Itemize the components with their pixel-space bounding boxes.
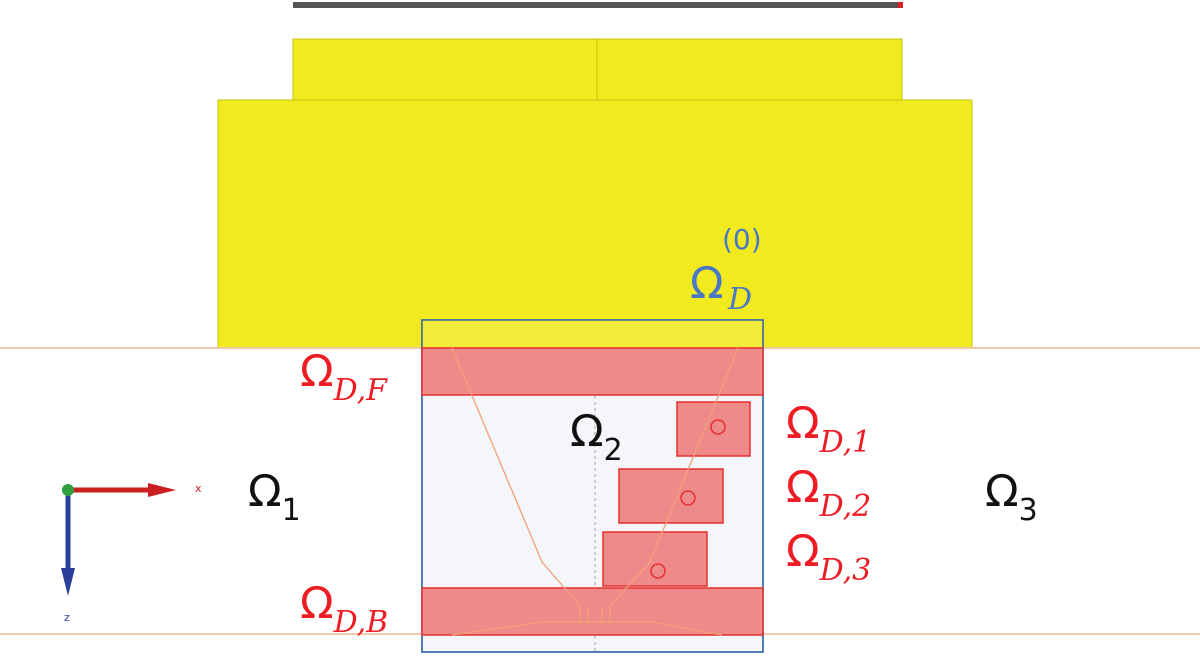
marker-circle-2 [680,490,696,506]
omega-D2-region [618,468,724,524]
omega-DB-region [421,587,764,636]
marker-circle-3 [650,563,666,579]
z-axis-label: z [64,611,70,624]
trench-outline [451,347,739,636]
yellow-structure [217,38,973,349]
label-omega-D2: ΩD,2 [786,462,872,524]
omega-DF-region [421,347,764,396]
omega-D1-region [676,401,751,457]
label-omega-1: Ω1 [248,466,301,528]
label-omega-2: Ω2 [570,406,623,468]
label-omega-DB: ΩD,B [300,578,389,640]
label-omega-DF: ΩD,F [300,346,387,408]
label-omega-D0: Ω [690,258,724,309]
x-axis-label: x [195,482,202,495]
axis-triad [61,483,176,596]
axis-origin [62,484,74,496]
label-omega-D0-sub: D [728,282,753,317]
label-omega-D0-sup: (0) [722,223,762,256]
label-omega-D1: ΩD,1 [786,398,872,460]
label-omega-3: Ω3 [985,466,1038,528]
label-omega-D3: ΩD,3 [786,526,872,588]
top-ruler-bar [293,2,903,8]
marker-circle-1 [710,419,726,435]
yellow-lower-block [217,99,973,349]
